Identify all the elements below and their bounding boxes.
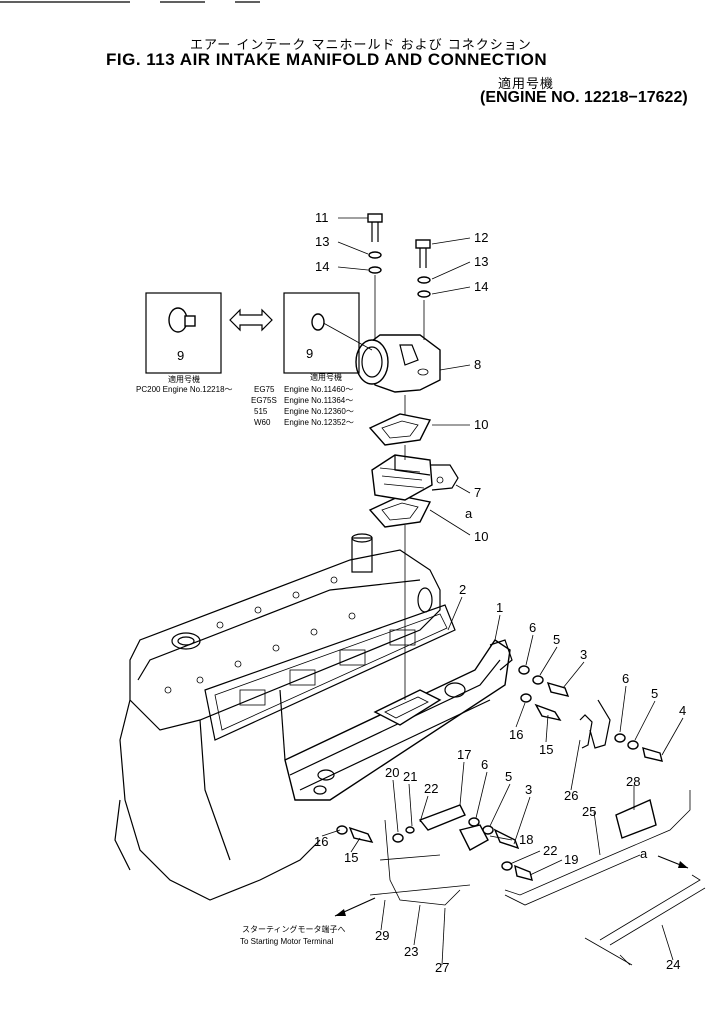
callout-3-c: 3 xyxy=(525,782,532,797)
callout-17: 17 xyxy=(457,747,471,762)
callout-a-upper: a xyxy=(465,506,473,521)
callout-18: 18 xyxy=(519,832,533,847)
callout-13-left: 13 xyxy=(315,234,329,249)
callout-25: 25 xyxy=(582,804,596,819)
callout-21: 21 xyxy=(403,769,417,784)
row-model: EG75 xyxy=(254,385,275,394)
callout-14-right: 14 xyxy=(474,279,488,294)
callout-1: 1 xyxy=(496,600,503,615)
callout-10-upper: 10 xyxy=(474,417,488,432)
inset-left-applicability-jp: 適用号機 xyxy=(168,374,200,384)
callout-3-a: 3 xyxy=(580,647,587,662)
callout-5-a: 5 xyxy=(553,632,560,647)
washer-13-right xyxy=(417,276,431,284)
applicability-jp-label: 適用号機 xyxy=(498,77,555,92)
inset-left-box xyxy=(145,292,222,374)
inset-left-part-number: 9 xyxy=(177,348,184,363)
washer-13-left xyxy=(368,251,382,259)
callout-20: 20 xyxy=(385,765,399,780)
washer-14-right xyxy=(417,290,431,298)
callout-2: 2 xyxy=(459,582,466,597)
callout-6-b: 6 xyxy=(622,671,629,686)
figure-title: FIG. 113 AIR INTAKE MANIFOLD AND CONNECT… xyxy=(106,50,548,69)
callout-24: 24 xyxy=(666,957,680,972)
washer-14-left xyxy=(368,266,382,274)
row-engine: Engine No.11460〜 xyxy=(284,385,353,394)
callout-7: 7 xyxy=(474,485,481,500)
intake-elbow xyxy=(355,334,441,393)
callout-14-left: 14 xyxy=(315,259,329,274)
callout-8: 8 xyxy=(474,357,481,372)
interchange-arrow xyxy=(229,308,273,332)
row-model: EG75S xyxy=(251,396,277,405)
callout-13-right: 13 xyxy=(474,254,488,269)
inset-right-engine-table: EG75 Engine No.11460〜 EG75S Engine No.11… xyxy=(251,385,354,427)
bolt-12 xyxy=(415,239,431,268)
callout-labels: 11 13 14 12 13 14 8 10 7 a 10 2 1 6 5 3 … xyxy=(314,210,686,975)
engine-number-range: (ENGINE NO. 12218−17622) xyxy=(480,89,688,106)
callout-12: 12 xyxy=(474,230,488,245)
callout-10-lower: 10 xyxy=(474,529,488,544)
callout-15-left: 15 xyxy=(344,850,358,865)
inset-left-applicability: PC200 Engine No.12218〜 xyxy=(136,385,233,394)
callout-23: 23 xyxy=(404,944,418,959)
callout-a-lower: a xyxy=(640,846,648,861)
inset-right-box xyxy=(283,292,360,374)
callout-6-a: 6 xyxy=(529,620,536,635)
callout-19: 19 xyxy=(564,852,578,867)
callout-5-b: 5 xyxy=(651,686,658,701)
starter-note-jp: スターティングモータ端子へ xyxy=(242,924,346,934)
callout-5-c: 5 xyxy=(505,769,512,784)
callout-26: 26 xyxy=(564,788,578,803)
row-engine: Engine No.12360〜 xyxy=(284,407,354,416)
row-engine: Engine No.12352〜 xyxy=(284,418,354,427)
row-model: 515 xyxy=(254,407,268,416)
callout-11: 11 xyxy=(315,210,329,225)
row-engine: Engine No.11364〜 xyxy=(284,396,353,405)
callout-15-right: 15 xyxy=(539,742,553,757)
callout-16-left: 16 xyxy=(314,834,328,849)
callout-28: 28 xyxy=(626,774,640,789)
callout-4: 4 xyxy=(679,703,686,718)
japanese-title: エアー インテーク マニホールド および コネクション xyxy=(190,38,532,53)
callout-16-right: 16 xyxy=(509,727,523,742)
row-model: W60 xyxy=(254,418,271,427)
intake-heater xyxy=(371,454,459,501)
arrow-starter xyxy=(334,897,376,917)
inset-right-applicability-jp: 適用号機 xyxy=(310,372,342,382)
gasket-upper xyxy=(368,413,432,446)
engine-block xyxy=(114,533,456,901)
arrow-a-right xyxy=(657,855,689,869)
callout-29: 29 xyxy=(375,928,389,943)
leader-lines xyxy=(321,217,684,966)
intake-manifold xyxy=(284,639,513,801)
callout-6-c: 6 xyxy=(481,757,488,772)
gasket-lower xyxy=(368,495,432,528)
starter-note-en: To Starting Motor Terminal xyxy=(240,937,333,946)
callout-27: 27 xyxy=(435,960,449,975)
wiring-harness xyxy=(369,790,706,966)
callout-22-a: 22 xyxy=(424,781,438,796)
inset-right-part-number: 9 xyxy=(306,346,313,361)
bolt-11 xyxy=(367,213,383,242)
callout-22-b: 22 xyxy=(543,843,557,858)
